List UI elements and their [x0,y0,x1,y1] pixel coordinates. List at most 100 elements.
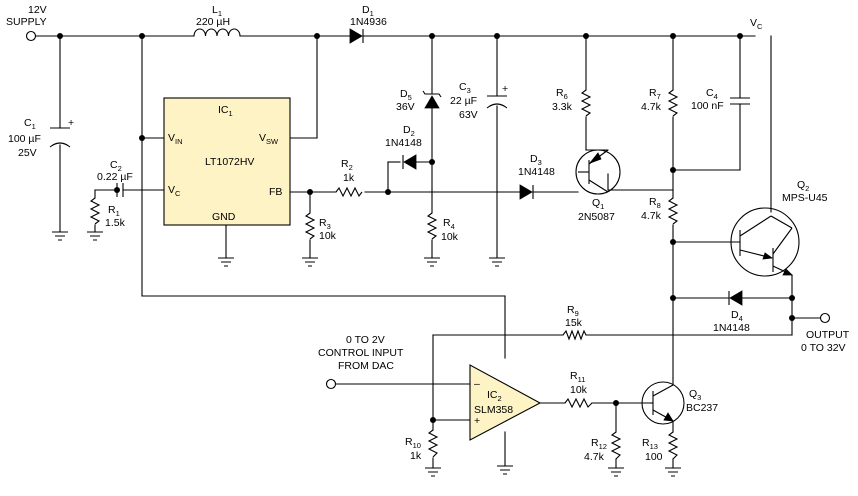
d2-ref: D2 [403,124,415,138]
svg-text:+: + [502,83,508,95]
r1-value: 1.5k [105,217,126,229]
r2-value: 1k [343,172,355,184]
capacitor-c2 [116,183,124,197]
d5-value: 36V [396,101,415,113]
supply-terminal [25,30,37,42]
vc-node-label: VC [750,17,763,31]
d1-value: 1N4936 [350,16,387,28]
r2-ref: R2 [341,158,353,172]
capacitor-c1: + [49,117,74,148]
d1-ref: D1 [362,4,374,18]
ic1-part: LT1072HV [205,156,254,168]
resistor-r13 [667,431,679,460]
l1-value: 220 µH [196,16,230,28]
transistor-q1 [575,149,621,195]
ic1-pin-fb: FB [269,186,282,198]
ic2-minus: – [474,378,480,390]
c2-value: 0.22 µF [97,171,133,183]
q3-ref: Q3 [689,388,701,402]
ic2-body [469,364,542,441]
resistor-r12 [610,431,622,460]
r4-value: 10k [441,231,459,243]
q1-value: 2N5087 [578,211,615,223]
c3-ref: C3 [459,81,471,95]
resistor-r4 [426,212,438,240]
transistor-q3 [641,381,685,425]
r13-value: 100 [645,451,663,463]
resistor-r10 [427,429,439,458]
r3-ref: R3 [319,217,331,231]
output-label-2: 0 TO 32V [801,342,846,354]
r10-value: 1k [410,450,422,462]
supply-label-1: 12V [28,4,47,16]
r11-value: 10k [570,384,588,396]
ic2-part: SLM358 [474,404,513,416]
q2-ref: Q2 [797,179,809,193]
output-terminal [819,312,831,324]
r6-ref: R6 [556,87,568,101]
d4-value: 1N4148 [713,322,750,334]
c4-ref: C4 [706,87,718,101]
r7-ref: R7 [649,87,661,101]
transistor-q2 [730,207,800,277]
q3-value: BC237 [686,402,718,414]
junction-dots [57,33,795,423]
ic1-pin-vin: VIN [168,132,183,146]
c3-value-1: 22 µF [450,95,477,107]
resistor-r3 [304,212,316,240]
r3-value: 10k [319,230,337,242]
diode-d4 [728,290,743,306]
r7-value: 4.7k [641,101,662,113]
l1-ref: L1 [212,4,222,18]
r9-ref: R9 [567,304,579,318]
r8-value: 4.7k [641,210,662,222]
d2-value: 1N4148 [385,137,422,149]
svg-text:+: + [68,117,74,129]
control-label-1: 0 TO 2V [346,334,385,346]
r10-ref: R10 [405,436,421,450]
resistor-r11 [564,397,593,409]
resistor-r6 [580,89,592,117]
zener-diode-d5 [422,90,442,109]
ic1-pin-vc: VC [168,184,181,198]
d3-ref: D3 [530,153,542,167]
diode-d2 [402,154,417,170]
capacitor-c4 [730,97,750,105]
ic2-plus: + [474,415,480,427]
q2-value: MPS-U45 [782,192,828,204]
r6-value: 3.3k [552,101,573,113]
r9-value: 15k [565,317,583,329]
c4-value: 100 nF [691,100,724,112]
control-label-2: CONTROL INPUT [318,347,404,359]
control-input-terminal [325,378,337,390]
c1-value-1: 100 µF [8,133,41,145]
r12-ref: R12 [591,437,607,451]
r8-ref: R8 [649,196,661,210]
q1-ref: Q1 [592,197,604,211]
r13-ref: R13 [642,437,658,451]
ic1-body [163,97,291,226]
ic2-ref: IC2 [487,389,502,403]
diode-d3 [519,184,534,200]
resistor-r7 [667,89,679,117]
resistor-r9 [562,329,587,341]
control-label-3: FROM DAC [338,360,394,372]
supply-label-2: SUPPLY [6,16,47,28]
resistor-r1 [89,197,101,225]
c1-ref: C1 [24,117,36,131]
r12-value: 4.7k [584,451,605,463]
ground-symbols [52,231,681,477]
r11-ref: R11 [570,370,585,384]
d3-value: 1N4148 [518,166,555,178]
c3-value-2: 63V [459,109,478,121]
ic1-pin-vsw: VSW [259,132,279,146]
r4-ref: R4 [443,217,455,231]
ic1-pin-gnd: GND [212,211,236,223]
resistor-r2 [335,186,363,198]
c1-value-2: 25V [18,147,37,159]
r1-ref: R1 [108,204,120,218]
capacitor-c3: + [486,83,508,109]
ic1-ref: IC1 [218,104,233,118]
d5-ref: D5 [400,88,412,102]
